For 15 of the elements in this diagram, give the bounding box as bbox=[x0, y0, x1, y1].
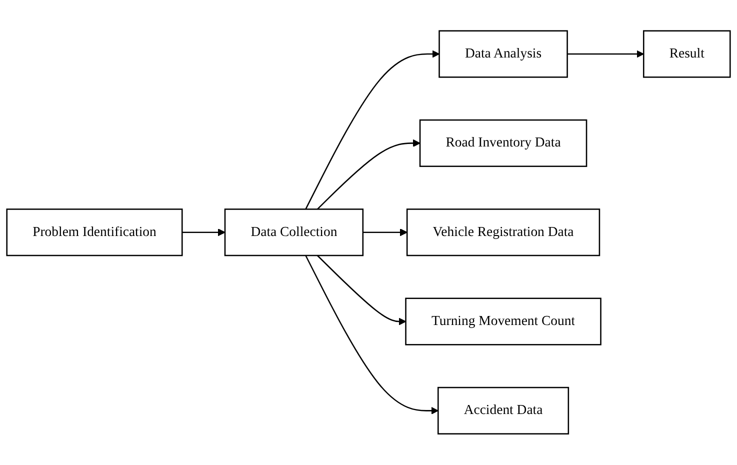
node-box: Result bbox=[642, 30, 731, 78]
arrow bbox=[362, 228, 408, 236]
arrow bbox=[182, 228, 226, 236]
node-box: Data Analysis bbox=[438, 30, 568, 78]
arrow bbox=[567, 50, 644, 58]
node-box: Turning Movement Count bbox=[405, 298, 602, 346]
arrow bbox=[316, 255, 406, 326]
node-box: Road Inventory Data bbox=[419, 120, 588, 168]
arrow bbox=[305, 255, 438, 415]
node-box: Accident Data bbox=[437, 387, 570, 435]
node-box: Vehicle Registration Data bbox=[406, 208, 600, 256]
arrow bbox=[305, 50, 440, 210]
arrow bbox=[316, 140, 420, 210]
node-box: Problem Identification bbox=[6, 208, 183, 256]
node-box: Data Collection bbox=[224, 208, 364, 256]
